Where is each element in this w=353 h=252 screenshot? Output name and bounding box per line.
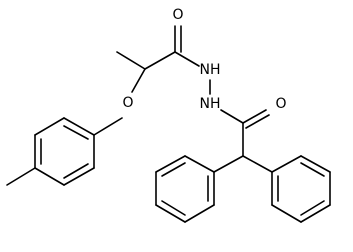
atom-label-nh-middle: NH bbox=[200, 96, 221, 112]
bond-phenyl-right-a bbox=[271, 155, 302, 173]
bond-oxygen-ch bbox=[131, 68, 146, 93]
bond-nh-bottom-carbonyl bbox=[220, 109, 244, 124]
bond-carbonyl-nh-top bbox=[174, 51, 200, 67]
bond-ch-carbonyl bbox=[144, 51, 176, 70]
bond-ring1-double-3 bbox=[63, 163, 89, 179]
atom-label-o-carbonyl-bottom: O bbox=[275, 96, 286, 112]
bond-phenyl-left-a bbox=[184, 155, 215, 173]
bond-ring1-b bbox=[34, 117, 65, 136]
bond-bottom-carbonyl-2 bbox=[245, 114, 270, 129]
bond-ch-phenyl-right bbox=[242, 155, 273, 173]
bond-ch-methyl bbox=[116, 51, 146, 70]
atom-label-o-carbonyl-top: O bbox=[172, 7, 183, 23]
bond-ring1-f bbox=[34, 167, 65, 186]
bond-phenyl-right-double-1 bbox=[300, 162, 325, 177]
bond-ring1-double-2 bbox=[63, 125, 89, 140]
bond-methyl-ring bbox=[6, 167, 36, 186]
bond-lines bbox=[6, 25, 331, 223]
bond-phenyl-left-e bbox=[184, 204, 215, 223]
bond-ch-phenyl-left bbox=[213, 155, 244, 173]
bond-bottom-carbonyl-1 bbox=[242, 109, 267, 124]
atom-label-o-ether: O bbox=[122, 95, 133, 111]
bond-phenyl-right-b bbox=[300, 155, 331, 173]
atom-labels: O NH NH O O bbox=[122, 7, 286, 112]
bond-phenyl-right-e bbox=[271, 204, 302, 223]
bond-phenyl-left-d bbox=[155, 204, 186, 223]
bond-phenyl-left-double-1 bbox=[161, 162, 186, 177]
bond-phenyl-right-d bbox=[300, 204, 331, 223]
bond-phenyl-left-b bbox=[155, 155, 186, 173]
bond-ring1-oxygen bbox=[93, 117, 123, 136]
atom-label-nh-top: NH bbox=[200, 62, 221, 78]
bond-phenyl-right-double-2 bbox=[300, 200, 325, 216]
bond-phenyl-left-double-2 bbox=[161, 200, 186, 216]
bond-ring1-c bbox=[63, 117, 95, 136]
bond-ring1-e bbox=[63, 167, 95, 186]
